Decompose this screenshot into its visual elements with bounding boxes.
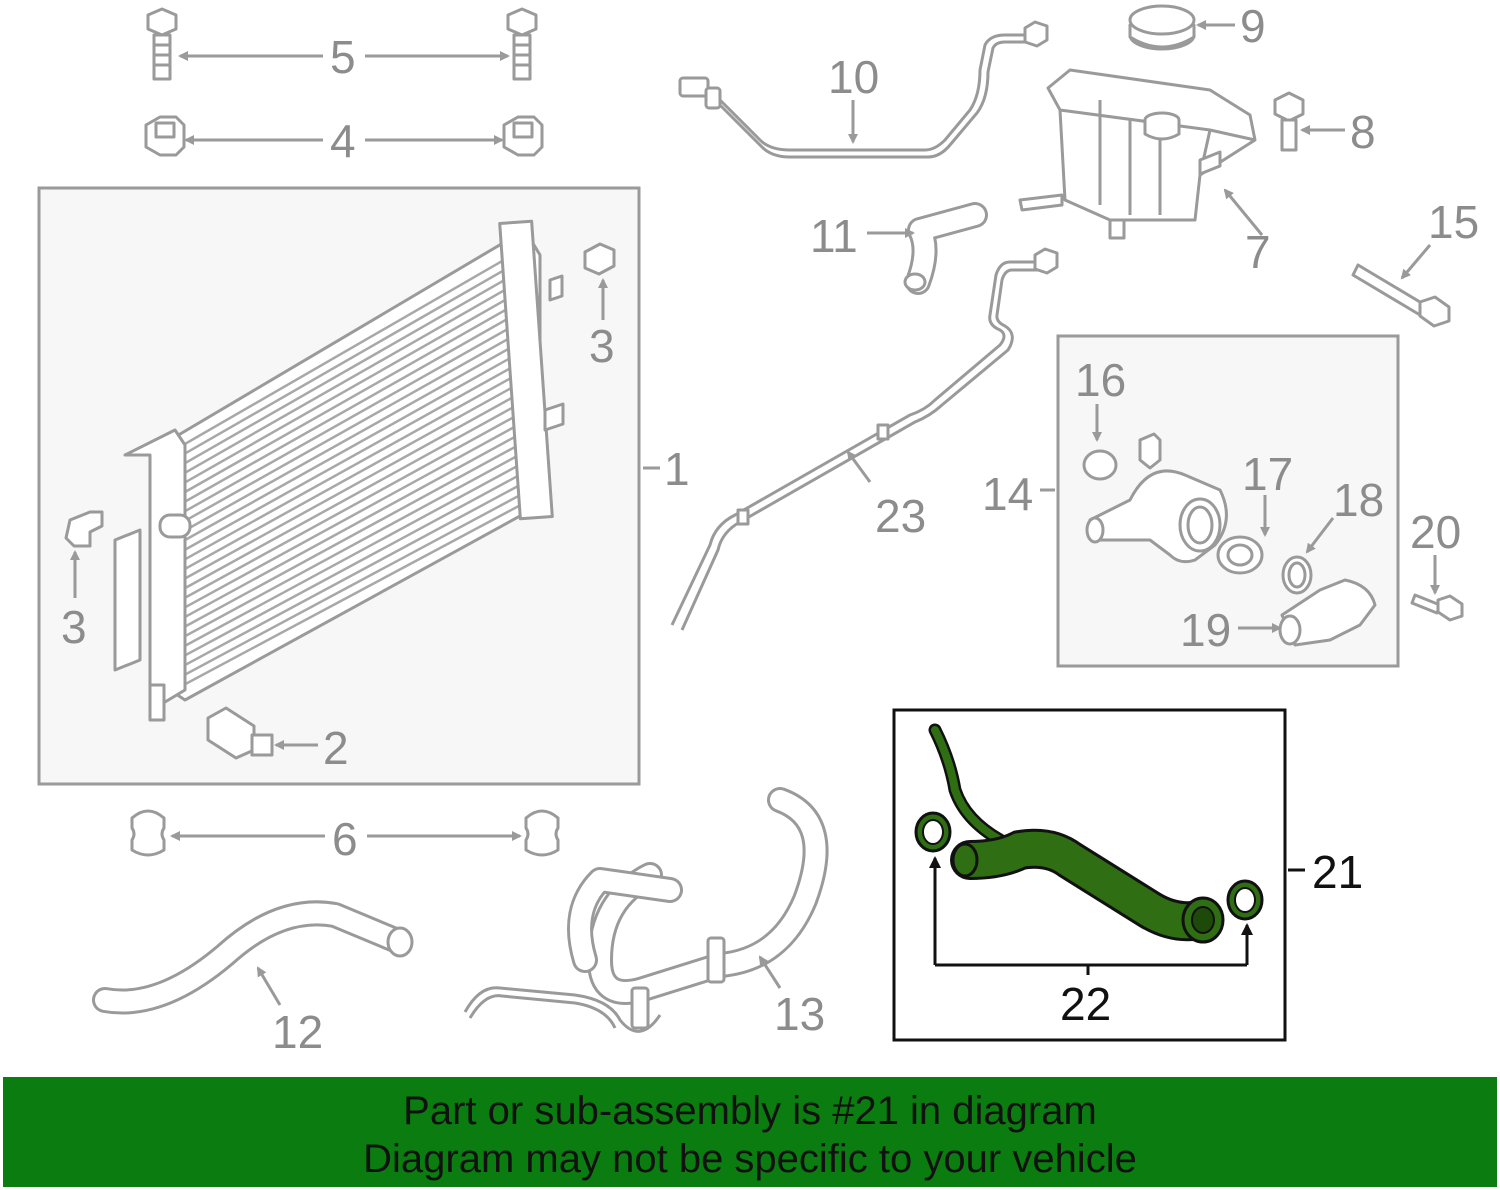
bushing-4-left	[144, 115, 186, 157]
radiator-fin	[177, 254, 531, 459]
radiator-fin	[177, 447, 531, 642]
radiator-fin	[177, 488, 531, 680]
bolt-15	[1351, 263, 1451, 328]
outlet-19	[1278, 578, 1377, 647]
radiator-fin	[177, 274, 531, 478]
bolt-8	[1273, 91, 1305, 152]
radiator-fin	[177, 356, 531, 555]
radiator-fin	[177, 396, 531, 594]
callout-16: 16	[1075, 354, 1126, 406]
radiator-fin	[177, 417, 531, 613]
bolt-20	[1410, 593, 1464, 622]
callout-7: 7	[1245, 226, 1271, 278]
hose-12	[92, 900, 414, 1015]
callout-2: 2	[323, 722, 349, 774]
coolant-hose-21	[928, 723, 1225, 944]
radiator-fin	[177, 335, 531, 536]
callout-8: 8	[1350, 106, 1376, 158]
callout-4: 4	[330, 115, 356, 167]
radiator-fin	[177, 345, 531, 546]
clamp-22-right	[1226, 879, 1264, 921]
callout-19: 19	[1180, 604, 1231, 656]
radiator-fin	[177, 498, 531, 690]
radiator-fin	[177, 427, 531, 622]
radiator-fin	[177, 407, 531, 603]
callout-10: 10	[828, 51, 879, 103]
insulator-6-right	[524, 809, 560, 857]
radiator-fin	[177, 325, 531, 526]
hose-13	[463, 787, 829, 1033]
thermostat-17	[1216, 535, 1264, 575]
banner-line-2: Diagram may not be specific to your vehi…	[363, 1137, 1137, 1181]
callout-20: 20	[1410, 506, 1461, 558]
callout-11: 11	[810, 210, 858, 262]
radiator-fin	[177, 468, 531, 661]
banner-line-1: Part or sub-assembly is #21 in diagram	[403, 1089, 1097, 1133]
parts-diagram: 5 4 1 3 3 2	[37, 0, 1479, 1058]
radiator-fin	[177, 305, 531, 507]
thermostat-housing-14	[1082, 432, 1228, 564]
callout-14: 14	[982, 468, 1033, 520]
callout-21: 21	[1312, 846, 1363, 898]
insulator-6-left	[130, 809, 166, 857]
clip-3-top	[583, 242, 616, 276]
bolt-5-left	[146, 7, 178, 81]
radiator-fin	[177, 478, 531, 670]
clip-3-left	[64, 510, 104, 548]
tube-23	[670, 247, 1059, 631]
reservoir-7	[1018, 68, 1257, 240]
bushing-4-right	[502, 115, 544, 157]
callout-23: 23	[875, 490, 926, 542]
radiator-fin	[177, 458, 531, 651]
info-banner: Part or sub-assembly is #21 in diagram D…	[3, 1077, 1497, 1187]
callout-12: 12	[272, 1006, 323, 1058]
seal-18	[1281, 555, 1313, 595]
radiator-fin	[177, 376, 531, 574]
radiator-fin	[177, 366, 531, 565]
callout-3-top: 3	[589, 320, 615, 372]
callout-5: 5	[330, 31, 356, 83]
radiator-fin	[177, 386, 531, 584]
cap-9	[1128, 4, 1196, 51]
tube-10	[678, 20, 1049, 159]
fitting-11	[903, 202, 988, 295]
callout-3-left: 3	[61, 601, 87, 653]
callout-18: 18	[1333, 474, 1384, 526]
callout-15: 15	[1428, 196, 1479, 248]
callout-17: 17	[1242, 448, 1293, 500]
radiator-fin	[177, 284, 531, 488]
radiator-core	[113, 219, 565, 722]
radiator-fin	[177, 315, 531, 517]
callout-1: 1	[664, 443, 690, 495]
callout-9: 9	[1240, 0, 1266, 52]
clamp-22-left	[914, 811, 952, 853]
callout-22: 22	[1060, 978, 1111, 1030]
callout-13: 13	[774, 988, 825, 1040]
radiator-fin	[177, 243, 531, 450]
sensor-2	[206, 706, 274, 760]
bolt-5-right	[506, 7, 538, 81]
radiator-fin	[177, 264, 531, 469]
callout-6: 6	[332, 813, 358, 865]
radiator-fin	[177, 437, 531, 632]
radiator-fin	[177, 294, 531, 498]
